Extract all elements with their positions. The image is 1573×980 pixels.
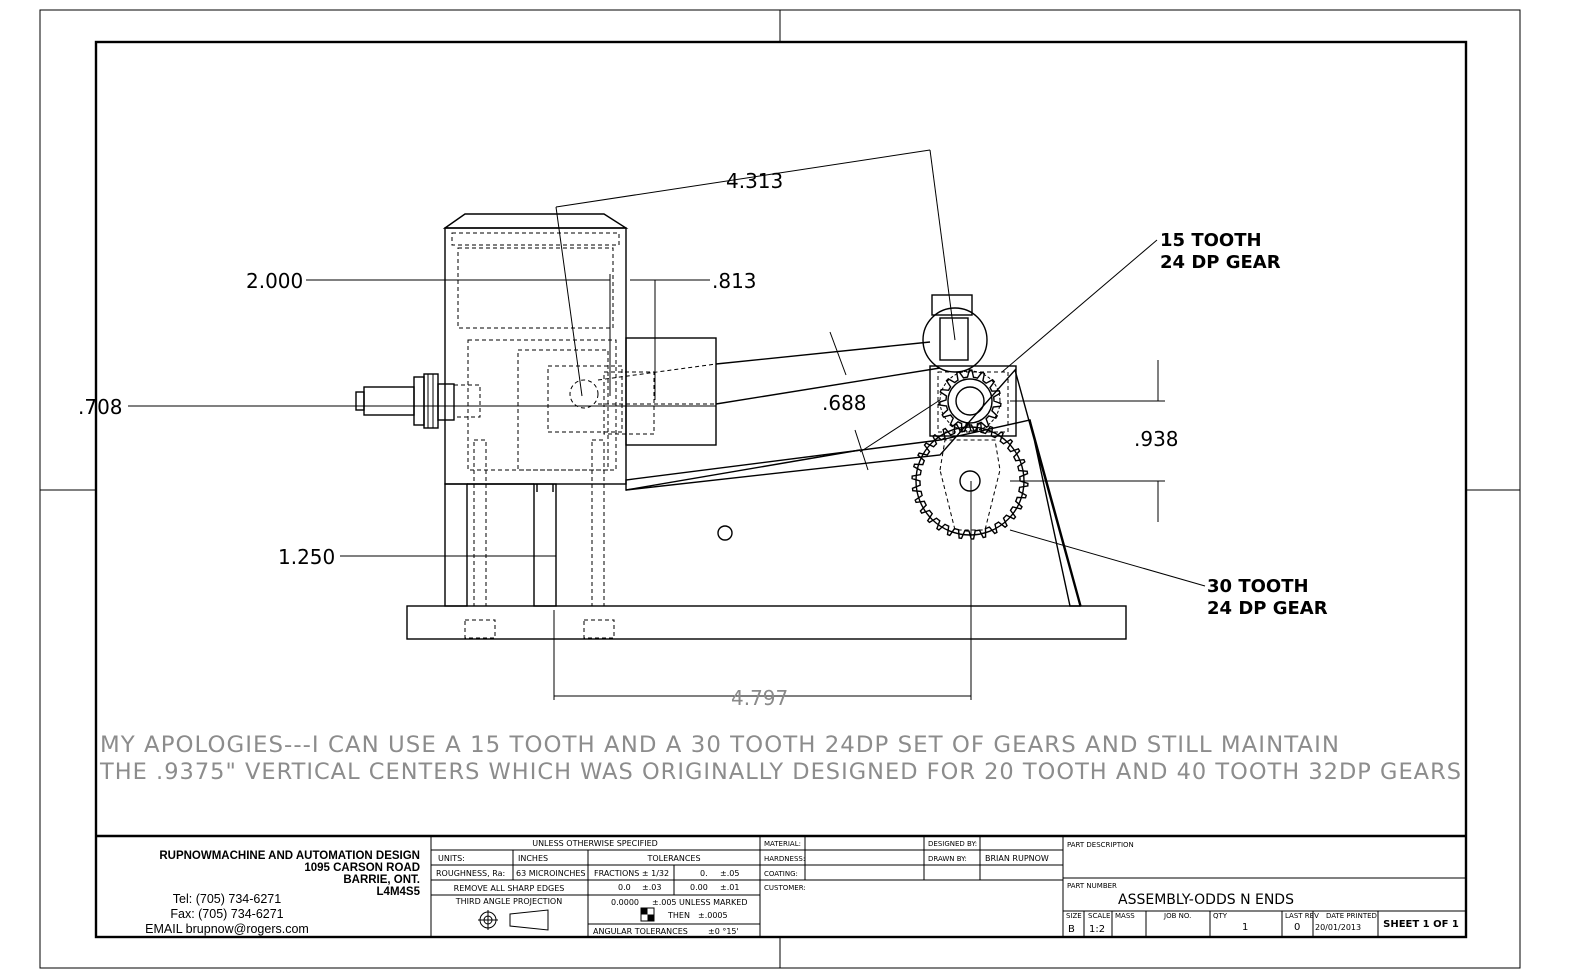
material-label: MATERIAL: [764, 840, 801, 848]
callout-small-gear-line2: 24 DP GEAR [1160, 252, 1281, 273]
motor-cap [442, 213, 629, 229]
crank-block [922, 294, 988, 373]
dim-0708: .708 [78, 395, 123, 419]
tol-000: 0.00 [690, 883, 708, 892]
motor-leg-right [533, 483, 557, 607]
note-line-2: THE .9375" VERTICAL CENTERS WHICH WAS OR… [99, 760, 1462, 785]
tol-000-val: ±.01 [720, 883, 739, 892]
tol-0: 0. [700, 869, 708, 878]
part-number-label: PART NUMBER [1067, 882, 1117, 890]
gear-teeth [938, 369, 1002, 433]
projection-label: THIRD ANGLE PROJECTION [455, 897, 562, 906]
company-city: BARRIE, ONT. [343, 874, 420, 886]
tol-00: 0.0 [618, 883, 631, 892]
dim-0688: .688 [822, 391, 867, 415]
job-label: JOB NO. [1163, 912, 1191, 920]
mass-label: MASS [1115, 912, 1135, 920]
company-name: RUPNOWMACHINE AND AUTOMATION DESIGN [159, 850, 420, 862]
company-postal: L4M4S5 [377, 886, 421, 898]
dim-2000: 2.000 [246, 269, 303, 293]
motor-body [444, 227, 627, 485]
coating-label: COATING: [764, 870, 798, 878]
title-block [96, 834, 1466, 937]
gear-teeth [911, 422, 1029, 540]
company-tel: Tel: (705) 734-6271 [173, 892, 281, 906]
machine-assembly [355, 213, 1127, 640]
dim-0813: .813 [712, 269, 757, 293]
projection-symbol-icon [478, 909, 549, 931]
tol-fractions: FRACTIONS ± 1/32 [594, 869, 669, 878]
designed-by-label: DESIGNED BY: [928, 840, 977, 848]
tol-then: THEN [667, 911, 690, 920]
base-plate [406, 605, 1127, 640]
callout-large-gear-line1: 30 TOOTH [1207, 576, 1309, 597]
date-value: 20/01/2013 [1315, 923, 1361, 932]
swing-arm [597, 341, 941, 405]
company-street: 1095 CARSON ROAD [304, 862, 420, 874]
units-value: INCHES [518, 854, 548, 863]
size-value: B [1068, 924, 1075, 935]
drawn-by-value: BRIAN RUPNOW [985, 854, 1049, 863]
customer-label: CUSTOMER: [764, 884, 806, 892]
qty-label: QTY [1213, 912, 1228, 920]
callout-large-gear-line2: 24 DP GEAR [1207, 598, 1328, 619]
units-label: UNITS: [438, 854, 465, 863]
rev-value: 0 [1294, 922, 1300, 933]
spec-header: UNLESS OTHERWISE SPECIFIED [532, 839, 658, 848]
tol-0000-val: ±.005 UNLESS MARKED [652, 898, 748, 907]
angular-value: ±0 °15' [708, 927, 739, 936]
tol-0-val: ±.05 [720, 869, 739, 878]
sheet-border [39, 9, 1521, 969]
edges-note: REMOVE ALL SHARP EDGES [454, 884, 565, 893]
tol-0000: 0.0000 [611, 898, 639, 907]
callout-small-gear-line1: 15 TOOTH [1160, 230, 1262, 251]
company-email: EMAIL brupnow@rogers.com [145, 922, 309, 936]
tolerance-symbol-icon [640, 907, 655, 922]
mount-hole [717, 525, 733, 541]
tolerances-header: TOLERANCES [646, 854, 700, 863]
motor-leg-left [444, 483, 468, 607]
tol-then-val: ±.0005 [698, 911, 728, 920]
scale-label: SCALE [1088, 912, 1110, 920]
shaft-connector [355, 373, 481, 429]
dim-4313: 4.313 [726, 169, 783, 193]
size-label: SIZE [1066, 912, 1082, 920]
dim-4797: 4.797 [731, 686, 788, 710]
hardness-label: HARDNESS: [764, 855, 805, 863]
dimension-lines [128, 149, 1206, 700]
dim-0938: .938 [1134, 427, 1179, 451]
sheet-number: SHEET 1 OF 1 [1383, 919, 1459, 930]
roughness-value: 63 MICROINCHES [516, 869, 586, 878]
drawn-by-label: DRAWN BY: [928, 855, 967, 863]
dim-1250: 1.250 [278, 545, 335, 569]
tol-00-val: ±.03 [642, 883, 661, 892]
small-gear [938, 369, 1002, 433]
part-number: ASSEMBLY-ODDS N ENDS [1118, 892, 1294, 908]
gearbox-block [625, 337, 717, 446]
angular-label: ANGULAR TOLERANCES [593, 927, 688, 936]
company-fax: Fax: (705) 734-6271 [170, 907, 283, 921]
qty-value: 1 [1242, 922, 1248, 933]
scale-value: 1:2 [1089, 924, 1105, 935]
rev-label: LAST REV [1285, 912, 1319, 920]
part-description-label: PART DESCRIPTION [1067, 841, 1134, 849]
note-line-1: MY APOLOGIES---I CAN USE A 15 TOOTH AND … [100, 733, 1340, 758]
date-label: DATE PRINTED [1326, 912, 1377, 920]
roughness-label: ROUGHNESS, Ra: [436, 869, 505, 878]
